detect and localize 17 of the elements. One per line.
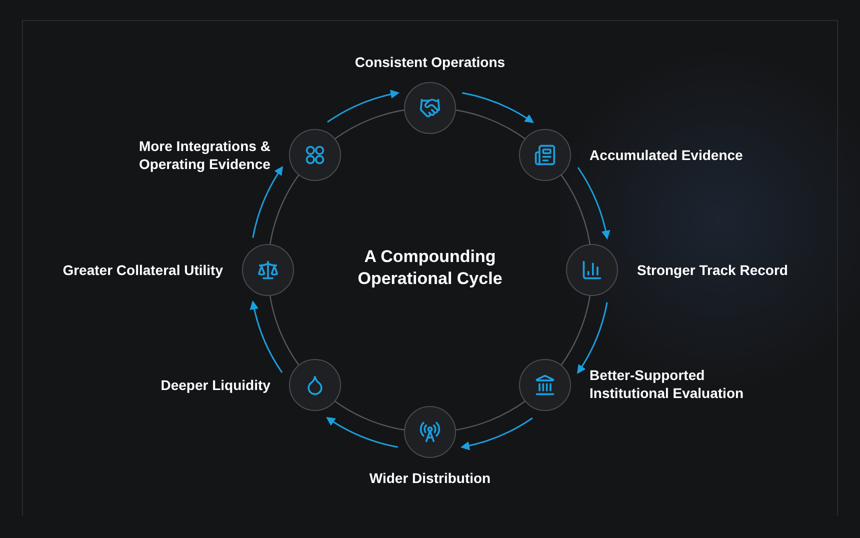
step-label: Greater Collateral Utility — [62, 261, 223, 279]
step-label: Stronger Track Record — [637, 261, 788, 279]
curved-arrow — [460, 417, 533, 450]
curved-arrow — [462, 92, 534, 123]
curved-arrow — [252, 166, 283, 238]
curved-arrow — [327, 90, 400, 123]
curved-arrow — [326, 417, 398, 448]
curved-arrow — [577, 302, 608, 374]
curved-arrow — [577, 167, 610, 240]
step-label: Consistent Operations — [354, 53, 506, 71]
center-title: A Compounding Operational Cycle — [356, 246, 504, 290]
step-label: Better-Supported Institutional Evaluation — [590, 366, 745, 402]
step-label: More Integrations & Operating Evidence — [138, 137, 270, 174]
step-label: Accumulated Evidence — [590, 146, 743, 164]
step-label: Wider Distribution — [369, 469, 491, 487]
step-label: Deeper Liquidity — [160, 376, 270, 394]
curved-arrow — [250, 300, 283, 373]
